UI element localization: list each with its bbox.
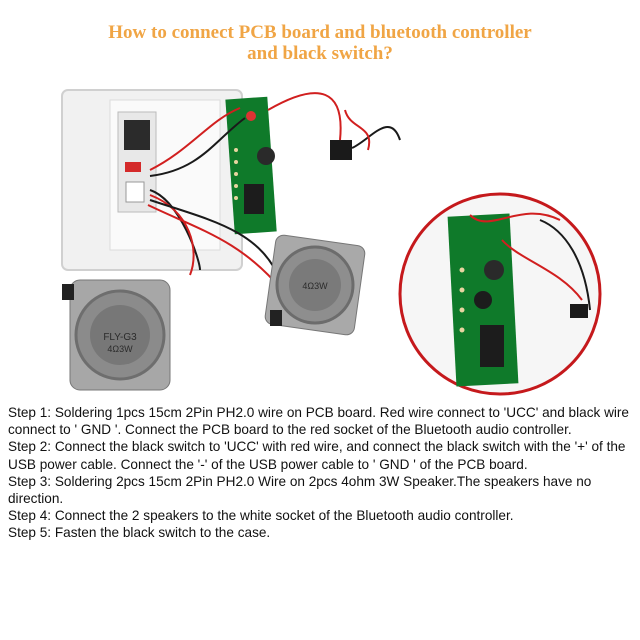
zoom-circle — [398, 192, 602, 396]
step-1: Step 1: Soldering 1pcs 15cm 2Pin PH2.0 w… — [8, 405, 629, 438]
step-4: Step 4: Connect the 2 speakers to the wh… — [8, 508, 514, 524]
left-speaker-label: FLY-G3 — [103, 332, 137, 343]
step-3: Step 3: Soldering 2pcs 15cm 2Pin PH2.0 W… — [8, 473, 592, 507]
bluetooth-controller-case — [61, 89, 243, 271]
step-5: Step 5: Fasten the black switch to the c… — [8, 525, 271, 541]
title-line-2: and black switch? — [247, 43, 393, 64]
wiring-photo: FLY-G3 4Ω3W 4Ω3W — [61, 89, 602, 396]
instructions: Step 1: Soldering 1pcs 15cm 2Pin PH2.0 w… — [8, 404, 636, 542]
page-title: How to connect PCB board and bluetooth c… — [0, 22, 640, 64]
title-line-1: How to connect PCB board and bluetooth c… — [108, 22, 532, 43]
left-speaker-sublabel: 4Ω3W — [107, 344, 133, 354]
wires — [147, 92, 401, 291]
pcb-board — [225, 96, 277, 235]
right-speaker-label: 4Ω3W — [302, 281, 328, 291]
step-2: Step 2: Connect the black switch to 'UCC… — [8, 439, 626, 472]
speaker: FLY-G3 4Ω3W — [62, 279, 171, 391]
black-switch — [330, 140, 352, 160]
speaker: 4Ω3W — [264, 234, 366, 336]
